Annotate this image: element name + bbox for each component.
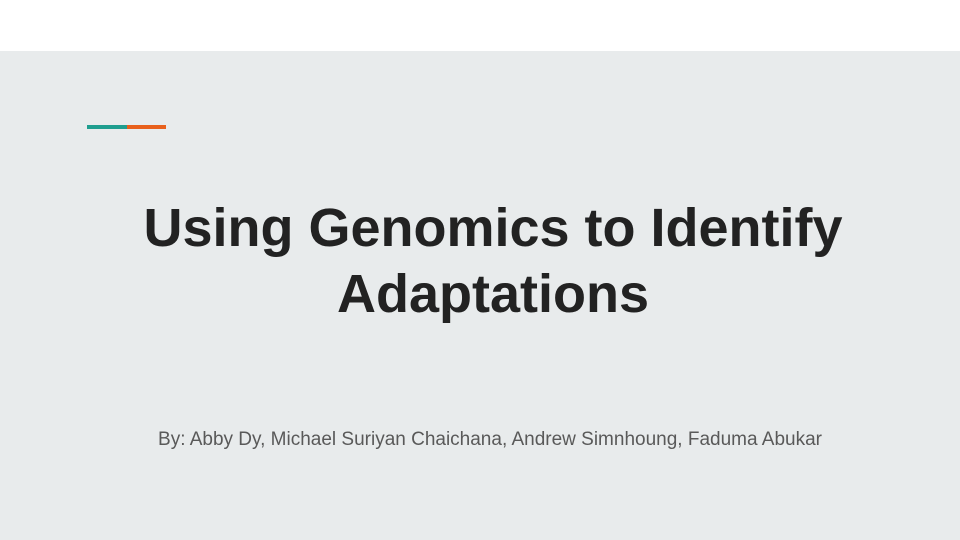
slide-title-line-1: Using Genomics to Identify <box>143 198 843 258</box>
slide-title: Using Genomics to Identify Adaptations <box>60 195 926 327</box>
title-slide: Using Genomics to Identify Adaptations B… <box>0 51 960 540</box>
accent-bar-orange <box>127 125 166 129</box>
slide-subtitle-authors: By: Abby Dy, Michael Suriyan Chaichana, … <box>158 429 822 450</box>
accent-bar <box>87 125 166 129</box>
top-margin <box>0 0 960 51</box>
slide-title-line-2: Adaptations <box>336 264 649 324</box>
accent-bar-teal <box>87 125 127 129</box>
